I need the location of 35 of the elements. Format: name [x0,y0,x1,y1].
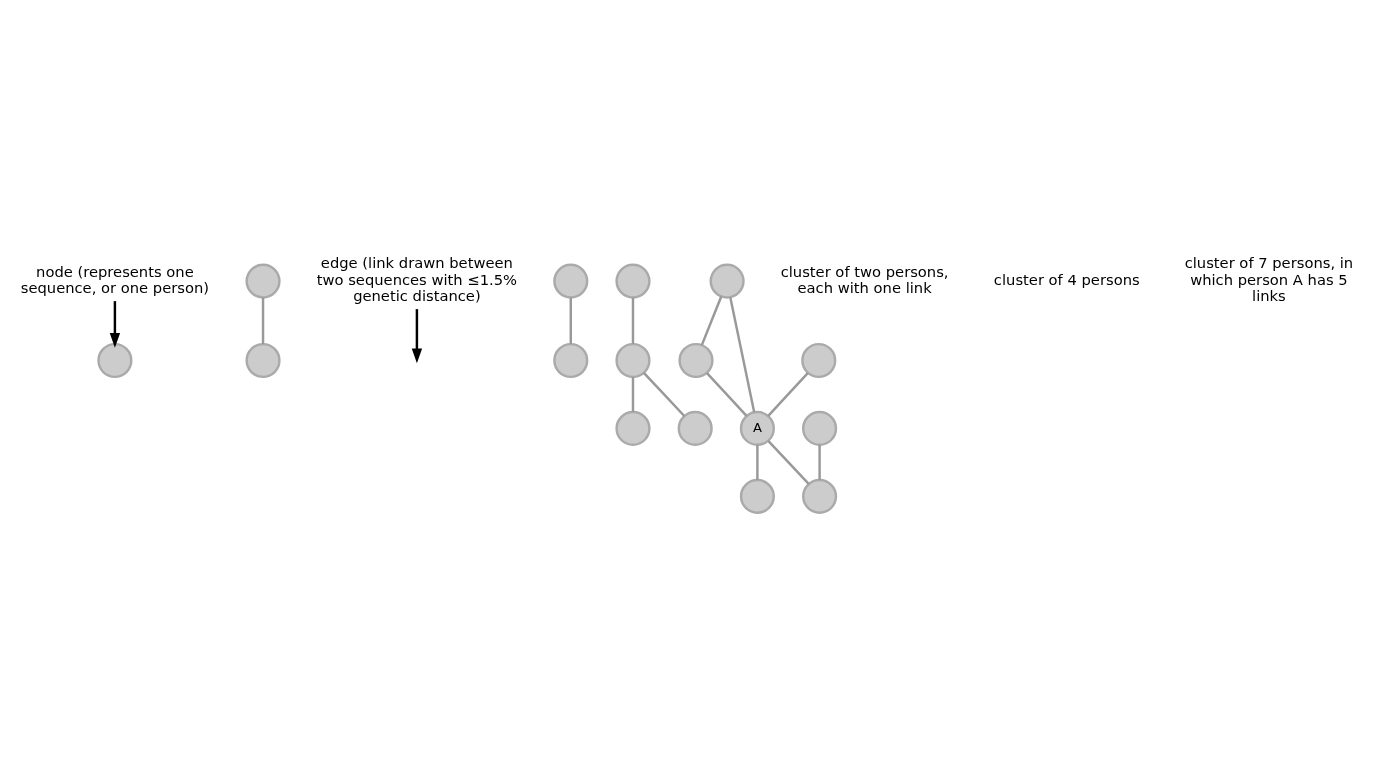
connector [756,444,759,480]
node-circle [615,342,651,379]
node-circle [802,478,838,514]
arrow [109,301,121,348]
node-circle [615,410,651,447]
label: cluster of two persons, each with one link [780,262,949,296]
node-circle [245,263,281,299]
node-circle [245,342,281,379]
connector [700,296,723,346]
node-circle [678,342,714,379]
label: cluster of 4 persons [993,270,1140,288]
node-circle [709,263,745,299]
connector [261,297,265,344]
connector [631,297,635,344]
connector [767,439,810,485]
connector [631,377,635,412]
node-circle [553,342,589,379]
arrow [411,309,423,364]
connector [706,372,748,417]
node-circle [97,342,133,379]
connector [569,297,572,344]
node-circle [739,478,775,514]
node-circle [553,263,589,299]
node-circle [802,410,838,447]
node-text: node (represents one sequence, or one person) [20,262,210,296]
node-text: edge (link drawn between two sequences with ≤1.5% genetic distance) [316,254,518,305]
node-circle [801,342,837,379]
connector [767,372,809,417]
connector [729,296,756,413]
connector [818,444,821,480]
node-circle [677,410,713,447]
label: cluster of 7 persons, in which person A has 5 links [1184,254,1354,305]
connector [642,372,686,417]
node-circle: A [739,410,775,447]
node-circle [615,263,651,299]
